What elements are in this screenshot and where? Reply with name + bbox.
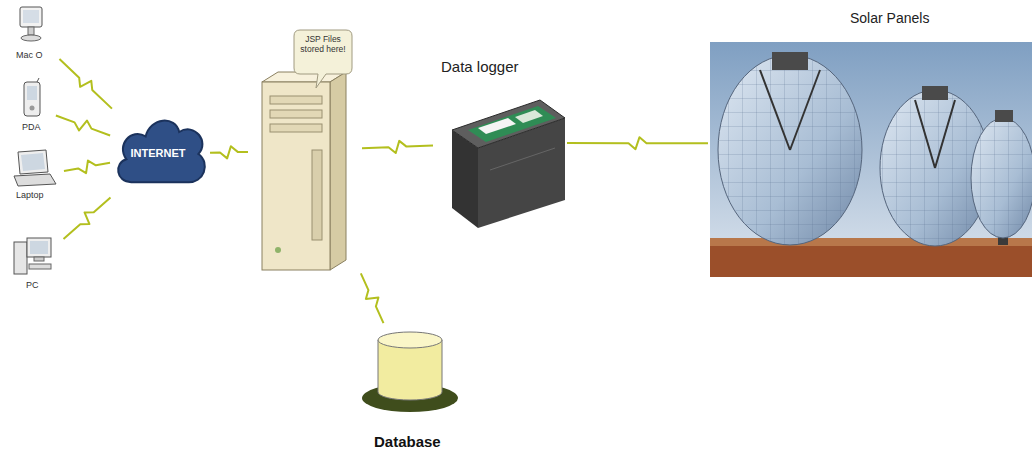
solar-photo-part (718, 55, 862, 245)
solar-photo-part (915, 100, 935, 168)
lightning-link (64, 198, 111, 239)
client-icon: PDA (12, 78, 54, 136)
node-label: Database (374, 433, 441, 450)
solar-photo-part (710, 238, 1032, 277)
pc-icon-part (30, 241, 48, 254)
node-label: Laptop (16, 190, 44, 200)
pc-icon (14, 238, 51, 274)
mac-icon-part (21, 35, 41, 41)
mac-icon-part (23, 10, 39, 23)
database-cylinder-part (378, 340, 442, 400)
lightning-link (361, 273, 384, 323)
solar-photo-part (995, 110, 1013, 122)
node-label: Mac O (16, 50, 43, 60)
solar-photo-part (760, 70, 790, 150)
node-label: Solar Panels (850, 10, 929, 26)
data-logger-device-part (452, 100, 565, 148)
database-box: Database (360, 325, 470, 460)
laptop-icon-part (18, 150, 48, 174)
server-box: JSP Files stored here! (250, 28, 360, 273)
laptop-icon-part (21, 153, 45, 171)
database-cylinder-part (378, 332, 442, 348)
speech-bubble (294, 30, 352, 88)
pc-icon-part (27, 238, 51, 257)
client-icon: Mac O (10, 4, 58, 66)
server-tower (262, 72, 346, 270)
lightning-link (567, 137, 708, 149)
node-label: PC (26, 280, 39, 290)
laptop-icon-part (14, 174, 56, 186)
node-label: INTERNET (112, 147, 204, 160)
server-tower-part (270, 96, 322, 104)
server-tower-part (275, 247, 281, 253)
node-label: Data logger (441, 58, 519, 75)
lightning-link (64, 161, 110, 174)
solar-photo-part (790, 70, 820, 150)
pc-icon-part (29, 264, 51, 269)
pda-icon-part (37, 78, 39, 82)
solar-photo-part (971, 118, 1032, 238)
client-icon: PC (8, 232, 62, 296)
callout-text: JSP Files stored here! (294, 35, 352, 55)
lightning-link (59, 59, 112, 109)
solar-panel-box: Solar Panels (710, 10, 1032, 277)
solar-photo-part (971, 118, 1032, 238)
pc-icon-part (14, 242, 27, 274)
lightning-link (210, 146, 248, 158)
node-label: PDA (22, 122, 41, 132)
pda-icon-part (30, 106, 35, 111)
mac-icon (20, 7, 42, 41)
solar-photo (710, 42, 1032, 277)
data-logger-device-part (490, 148, 555, 170)
mac-icon-part (20, 7, 42, 27)
server-tower-part (312, 150, 322, 240)
solar-photo-part (710, 238, 1032, 246)
server-tower-part (270, 110, 322, 118)
lightning-link (362, 141, 433, 153)
internet-cloud: INTERNET (112, 110, 208, 198)
database-cylinder (362, 332, 458, 412)
data-logger-box: Data logger (435, 58, 565, 228)
data-logger-device (452, 100, 565, 228)
solar-photo-part (922, 86, 948, 100)
mac-icon-part (28, 27, 34, 35)
lightning-link (56, 115, 110, 135)
pda-icon-part (27, 86, 37, 100)
laptop-icon (14, 150, 56, 186)
client-icon: Laptop (8, 146, 62, 206)
solar-photo-part (772, 52, 808, 70)
data-logger-device-part (468, 106, 556, 142)
solar-photo-part (935, 100, 955, 168)
pc-icon-part (34, 257, 44, 261)
data-logger-device-part (515, 110, 543, 123)
speech-bubble-part (294, 30, 352, 88)
server-tower-part (262, 82, 330, 270)
pda-icon (24, 78, 40, 116)
server-tower-part (330, 72, 346, 270)
server-tower-part (270, 124, 322, 132)
solar-photo-part (718, 55, 862, 245)
data-logger-device-part (478, 118, 516, 134)
pda-icon-part (24, 82, 40, 116)
